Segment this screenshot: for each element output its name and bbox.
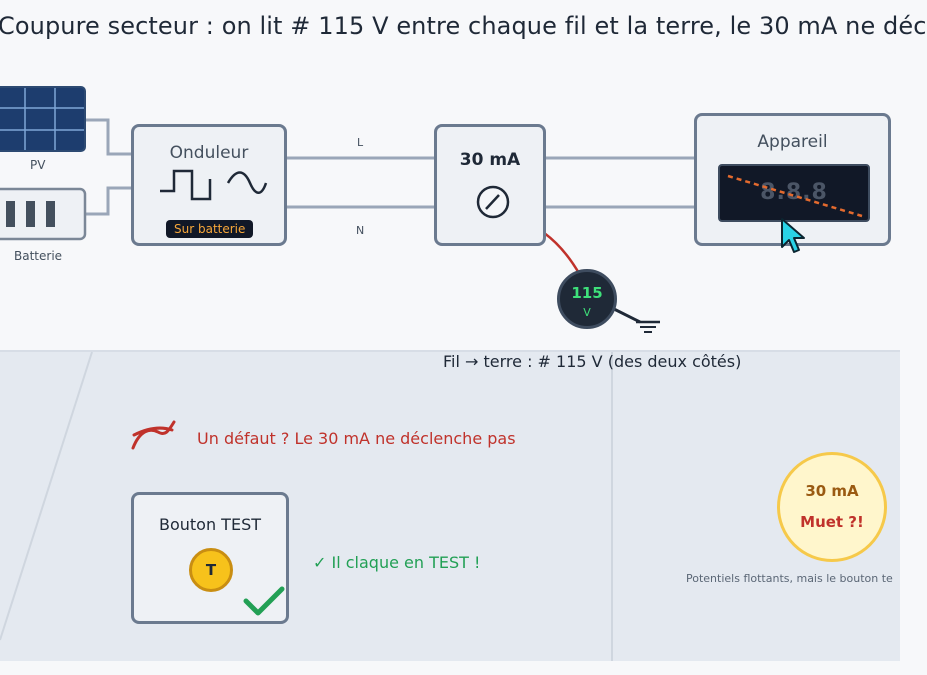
inverter-title: Onduleur: [169, 143, 249, 163]
pv-panel: [0, 86, 86, 152]
ground-reading-label: Fil → terre : # 115 V (des deux côtés): [443, 352, 742, 371]
solar-panel-icon: [0, 86, 86, 152]
mouse-cursor-icon: [781, 218, 805, 253]
battery-icon: [0, 187, 87, 241]
line-l-label: L: [357, 136, 364, 149]
battery: [0, 187, 87, 241]
inverter-box: Onduleur Sur batterie: [131, 124, 287, 246]
appliance-box: Appareil 8.8.8: [694, 113, 891, 246]
appliance-display-digits: 8.8.8: [760, 180, 828, 205]
test-box: Bouton TEST T: [131, 492, 289, 624]
page-title: Coupure secteur : on lit # 115 V entre c…: [0, 12, 927, 40]
checkmark-icon: [243, 586, 285, 616]
voltmeter-value: 115: [571, 284, 603, 302]
test-button[interactable]: T: [189, 548, 233, 592]
display-off-slash: [727, 174, 863, 218]
diagram-canvas: Coupure secteur : on lit # 115 V entre c…: [0, 12, 927, 675]
mute-bubble-line1: 30 mA: [805, 482, 859, 500]
test-box-title: Bouton TEST: [158, 515, 261, 534]
fault-squiggle-icon: [131, 420, 176, 450]
test-button-label: T: [205, 561, 217, 579]
voltmeter: 115 V: [557, 269, 617, 329]
bottom-strip: [0, 661, 900, 675]
square-sine-wave-icon: [160, 169, 268, 201]
test-note: ✓ Il claque en TEST !: [313, 553, 481, 572]
floating-note: Potentiels flottants, mais le bouton te: [686, 572, 893, 585]
mute-bubble: 30 mA Muet ?!: [777, 452, 887, 562]
dial-knob-icon: [476, 185, 510, 219]
rcd-title: 30 mA: [459, 150, 521, 170]
appliance-display: 8.8.8: [718, 164, 870, 222]
fault-note: Un défaut ? Le 30 mA ne déclenche pas: [197, 429, 516, 448]
line-n-label: N: [356, 224, 365, 237]
voltmeter-unit: V: [583, 306, 591, 319]
pv-label: PV: [30, 158, 46, 172]
inverter-status-badge: Sur batterie: [166, 220, 254, 238]
rcd-box: 30 mA: [434, 124, 546, 246]
mute-bubble-line2: Muet ?!: [800, 513, 864, 531]
appliance-title: Appareil: [757, 132, 828, 152]
battery-label: Batterie: [14, 249, 63, 263]
